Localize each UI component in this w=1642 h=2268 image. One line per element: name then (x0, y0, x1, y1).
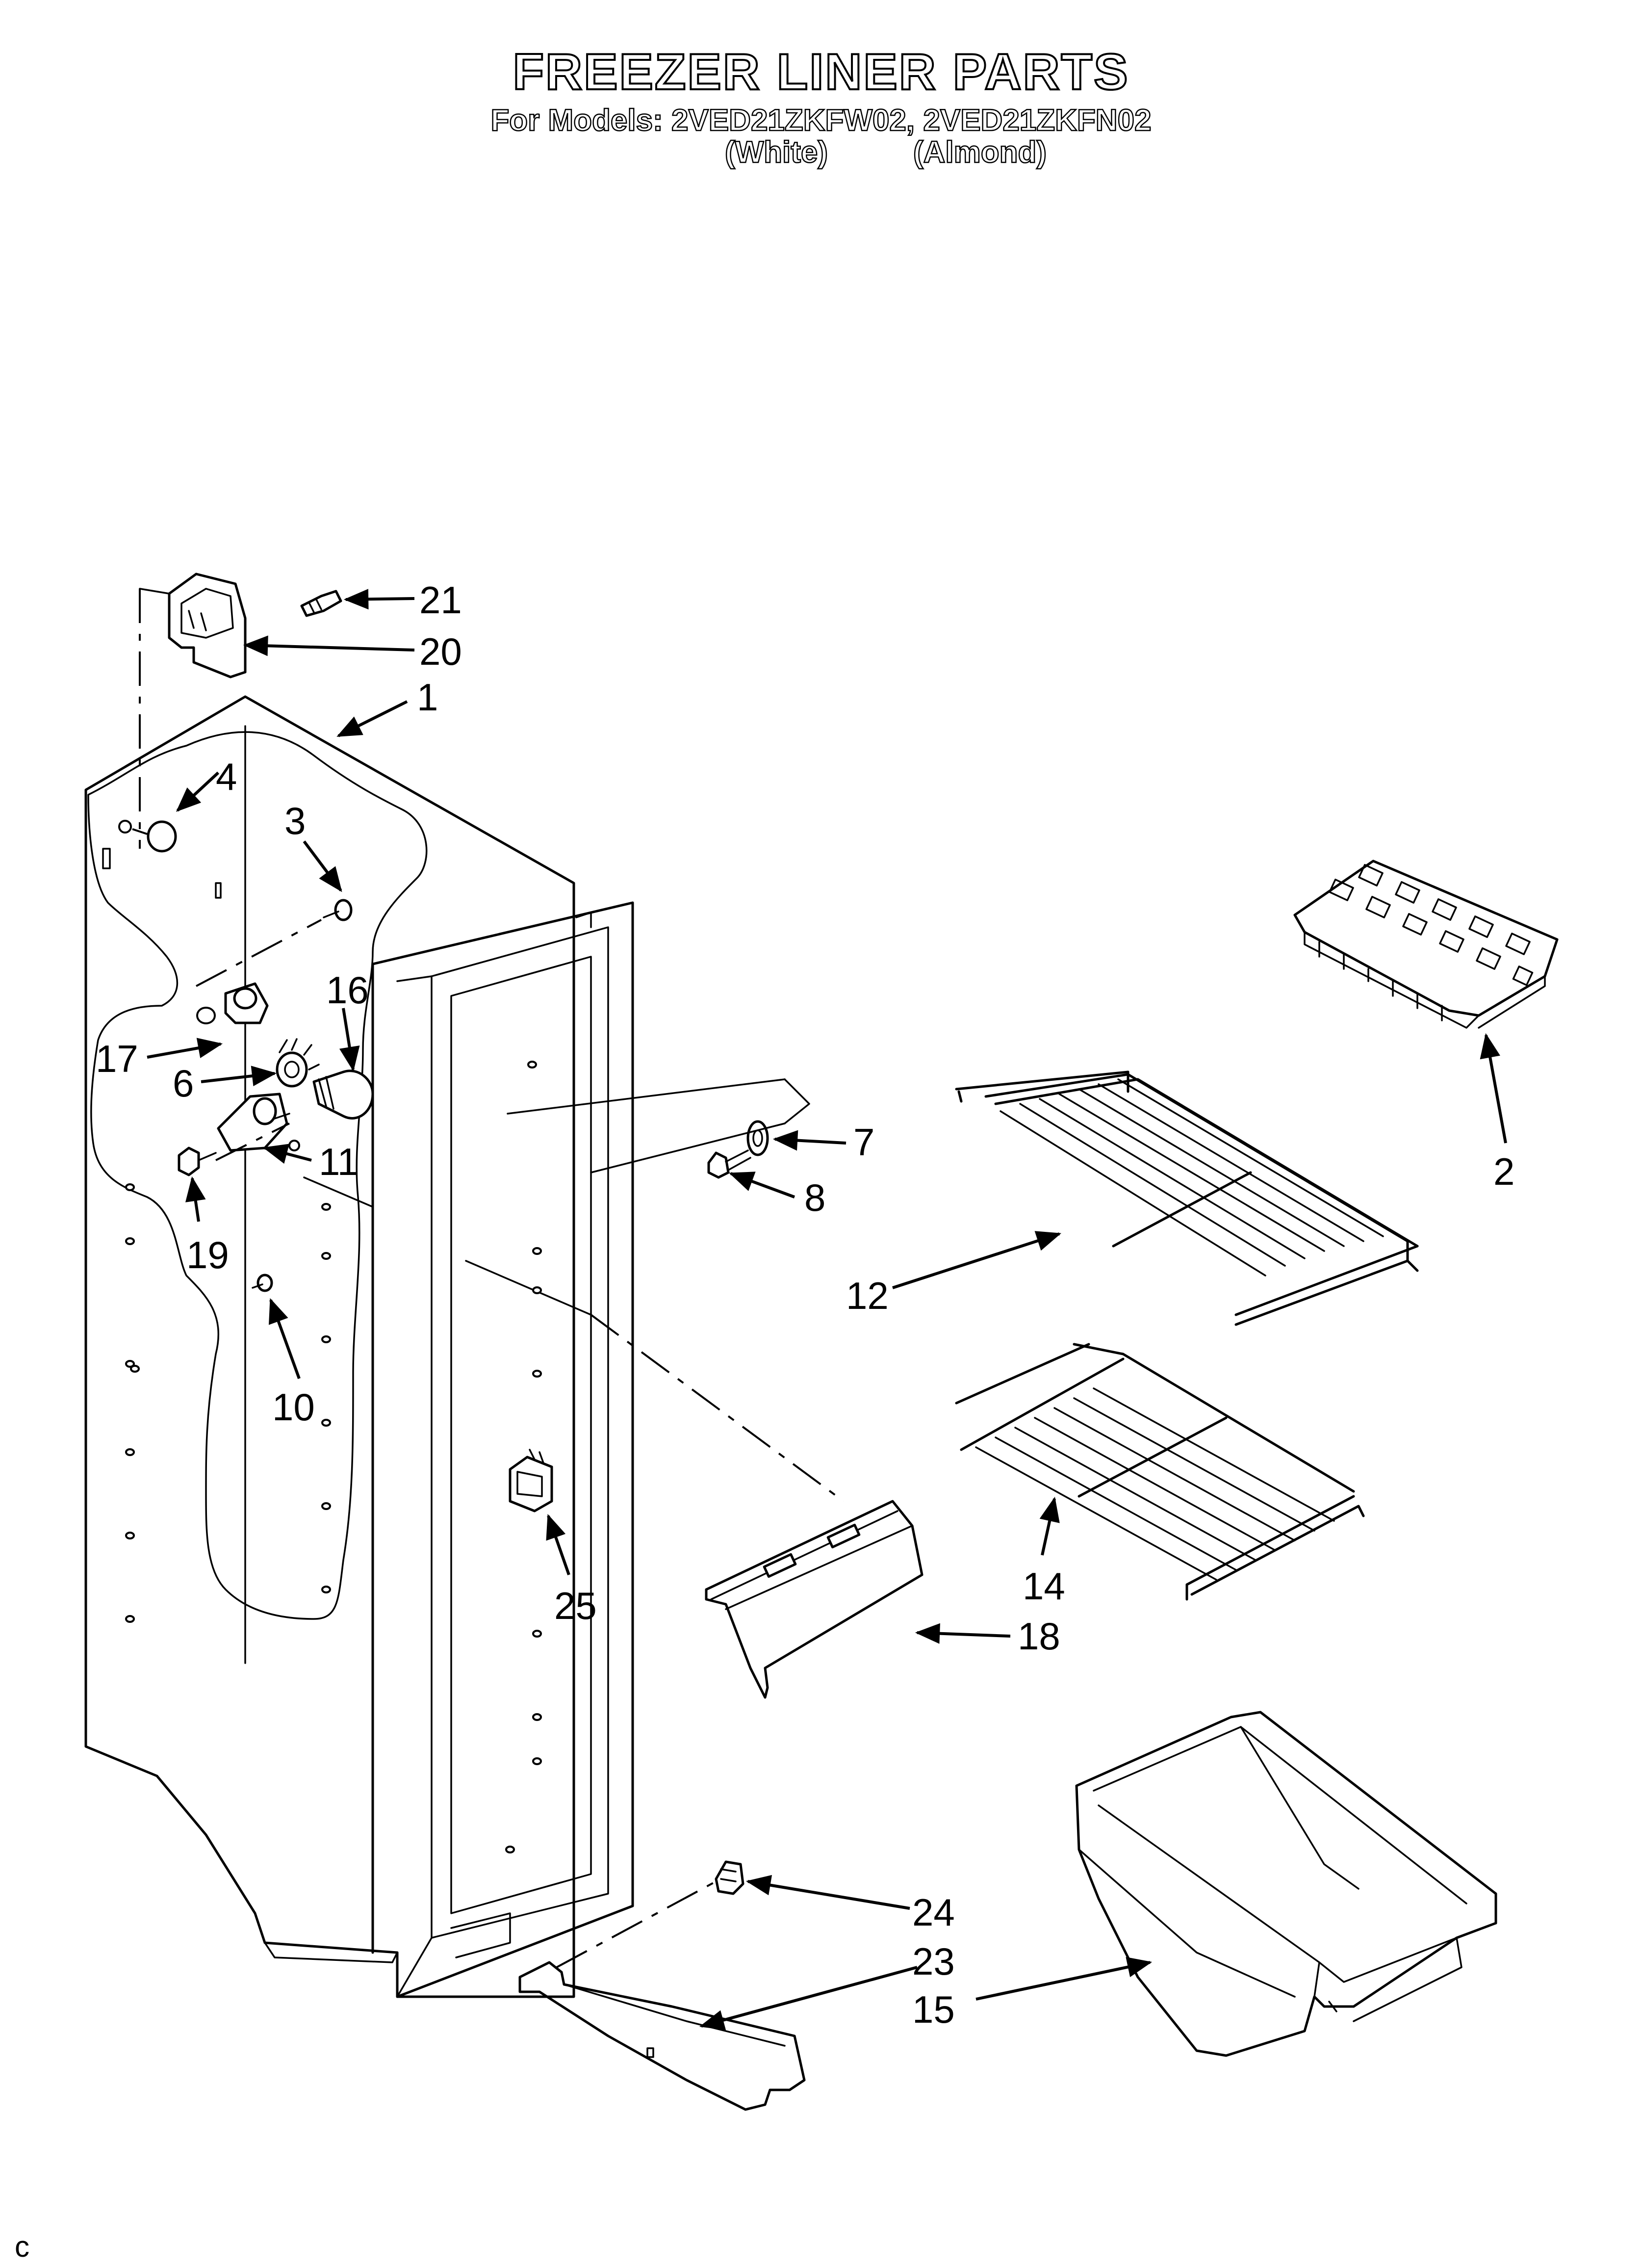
leader-18 (915, 1623, 1011, 1644)
leader-3 (303, 840, 342, 892)
leader-20 (243, 635, 415, 656)
leader-11 (262, 1144, 312, 1164)
callout-3: 3 (284, 799, 306, 842)
callout-23: 23 (912, 1940, 955, 1983)
lamp-bracket-part-11 (217, 1093, 300, 1152)
leader-14 (1039, 1496, 1060, 1556)
screw-part-10 (252, 1274, 273, 1292)
leader-7 (772, 1130, 847, 1151)
callout-19: 19 (186, 1233, 229, 1277)
callout-12: 12 (846, 1274, 889, 1317)
screw-part-3 (323, 899, 353, 921)
leader-17 (147, 1038, 223, 1059)
callout-6: 6 (173, 1062, 194, 1105)
ice-tray-part-2 (1293, 860, 1559, 1029)
screw-part-8 (707, 1149, 751, 1179)
models-line: For Models: 2VED21ZKFW02, 2VED21ZKFN02 (490, 104, 1152, 137)
trim-bracket-part-23 (518, 1961, 806, 2111)
leader-24 (745, 1875, 910, 1910)
leader-16 (339, 1008, 360, 1072)
switch-part-25 (509, 1449, 553, 1512)
shelf-bracket-part-18 (705, 1500, 924, 1699)
callout-18: 18 (1018, 1615, 1060, 1658)
shelf-support-part-7 (746, 1120, 769, 1156)
callout-4: 4 (216, 755, 237, 798)
callout-7: 7 (853, 1121, 874, 1164)
callout-20: 20 (419, 630, 462, 673)
light-bulb-part-16 (312, 1069, 374, 1120)
leader-arrows (147, 589, 1507, 2031)
screw-part-24 (715, 1860, 744, 1895)
leader-15 (975, 1957, 1153, 2001)
leader-4 (176, 771, 220, 812)
callout-25: 25 (554, 1584, 597, 1627)
page-title: FREEZER LINER PARTS (512, 44, 1129, 101)
callout-17: 17 (96, 1037, 138, 1080)
leader-25 (546, 1514, 570, 1575)
corner-mark: c (15, 2230, 29, 2263)
callout-15: 15 (912, 1988, 955, 2031)
callout-16: 16 (326, 968, 369, 1012)
callout-8: 8 (804, 1176, 825, 1219)
leader-6 (201, 1066, 277, 1087)
wire-shelf-part-14 (955, 1343, 1365, 1601)
leader-23 (699, 1966, 918, 2031)
wire-shelf-part-12 (955, 1070, 1419, 1326)
diagram-header: FREEZER LINER PARTS For Models: 2VED21ZK… (0, 44, 1642, 171)
socket-part-17 (196, 982, 269, 1024)
leader-10 (269, 1298, 301, 1380)
variants-line: (White) (Almond) (0, 136, 1642, 171)
variant-white-label: (White) (724, 135, 829, 170)
plug-part-4 (118, 820, 177, 853)
callout-labels: 21 20 1 4 3 16 17 6 11 19 10 7 8 2 12 14… (96, 578, 1514, 2031)
freezer-bin-part-15 (1075, 1711, 1497, 2057)
screw-part-21 (300, 590, 342, 617)
freezer-liner (84, 695, 634, 1998)
lamp-socket-part-6 (276, 1038, 312, 1088)
variant-almond-label: (Almond) (913, 135, 1048, 170)
liner-holes (125, 1061, 542, 1853)
leader-2 (1480, 1033, 1507, 1144)
leader-21 (343, 589, 415, 610)
leader-19 (185, 1176, 206, 1222)
ice-tray-cells (1329, 864, 1534, 986)
callout-21: 21 (419, 578, 462, 622)
callout-2: 2 (1493, 1150, 1514, 1193)
callout-24: 24 (912, 1891, 955, 1934)
callout-11: 11 (319, 1140, 359, 1183)
leader-1 (336, 700, 408, 737)
callout-10: 10 (272, 1385, 315, 1429)
callout-14: 14 (1023, 1564, 1065, 1608)
leader-12 (892, 1231, 1061, 1289)
leader-8 (729, 1172, 795, 1199)
light-housing-part-20 (168, 573, 247, 678)
callout-1: 1 (417, 676, 438, 719)
screw-part-19 (178, 1147, 217, 1176)
